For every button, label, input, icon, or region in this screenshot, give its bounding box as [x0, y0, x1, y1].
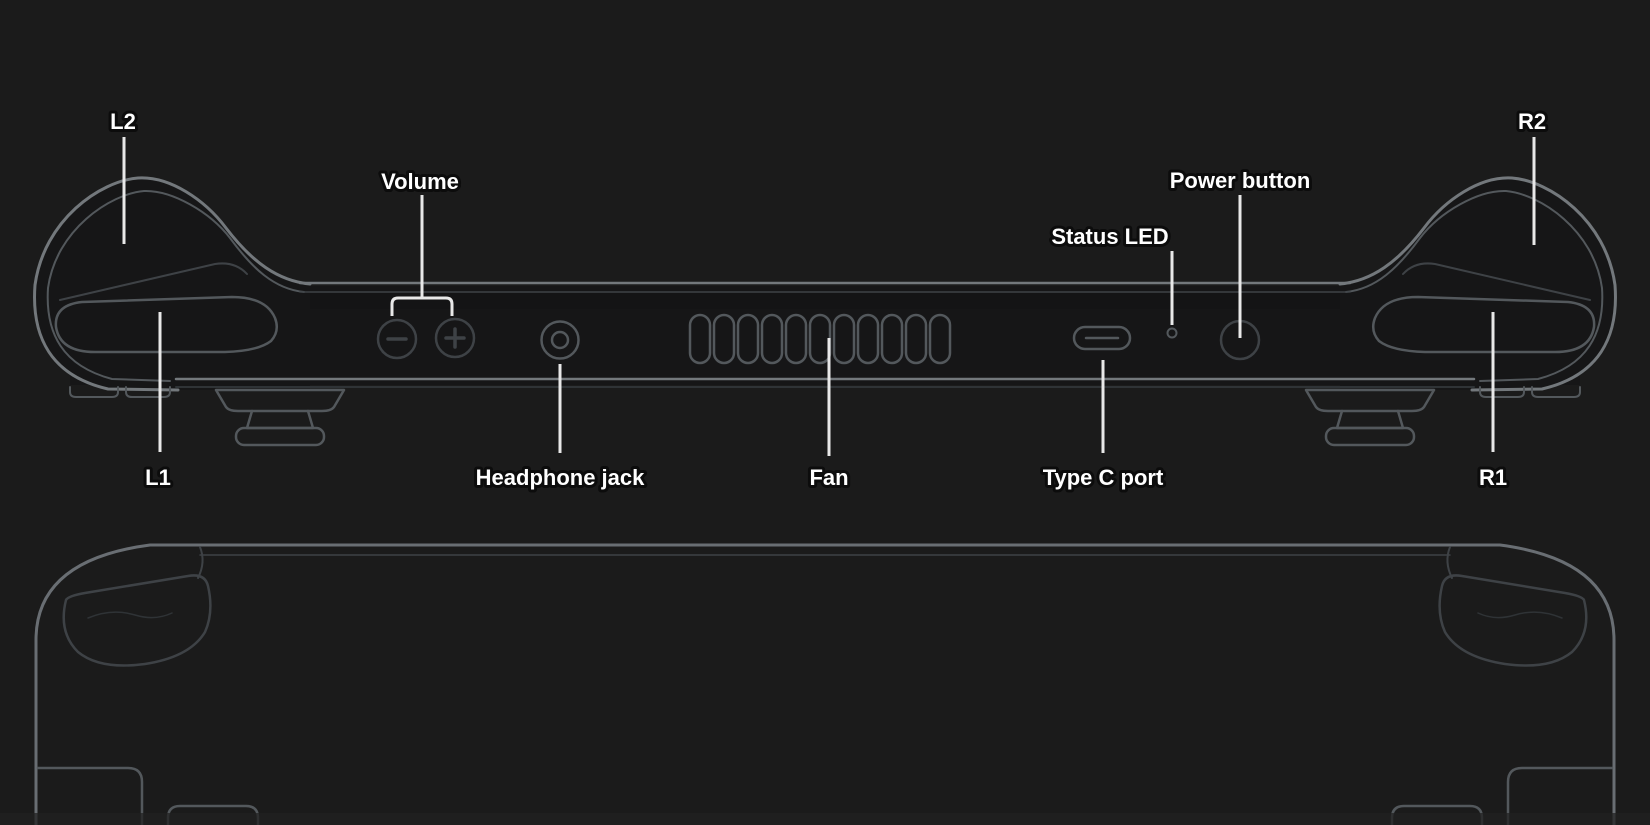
vent-slot: [880, 313, 904, 365]
headphone-jack-outer-ring: [540, 320, 580, 360]
vent-slot: [856, 313, 880, 365]
vent-slot: [688, 313, 712, 365]
rear-view: [0, 543, 1650, 825]
headphone-jack-inner-ring: [550, 330, 570, 350]
headphone-jack: [540, 320, 580, 360]
device-top-shade-band: [300, 293, 1350, 309]
label-r1: R1: [1479, 465, 1507, 490]
trigger-split-line: [59, 262, 248, 301]
foot-tab: [125, 386, 171, 398]
callout-labels: L2 Volume Status LED Power button R2 L1 …: [107, 106, 1549, 493]
label-volume: Volume: [381, 169, 459, 194]
rear-grip-pad-outline: [62, 574, 212, 667]
vent-slot: [736, 313, 760, 365]
left-grip: [33, 176, 346, 447]
label-power-button: Power button: [1170, 168, 1311, 193]
vent-slot: [904, 313, 928, 365]
label-headphone-jack: Headphone jack: [476, 465, 645, 490]
thumbstick-plate: [214, 388, 346, 413]
label-fan: Fan: [809, 465, 848, 490]
label-type-c-port: Type C port: [1043, 465, 1164, 490]
grip-fill: [34, 177, 311, 390]
rear-grip-fin-line: [197, 546, 204, 579]
type-c-port-outline: [1072, 325, 1132, 351]
label-l1: L1: [145, 465, 171, 490]
label-l2: L2: [110, 109, 136, 134]
leader-lines: [122, 137, 1536, 456]
grip-inner-outline: [46, 189, 305, 382]
plus-icon: [444, 327, 466, 349]
type-c-port: [1072, 325, 1132, 351]
right-grip: [1304, 176, 1617, 447]
vent-slot: [784, 313, 808, 365]
bumper-outline: [54, 295, 279, 354]
top-edge-view: [33, 176, 1617, 447]
vent-slot: [712, 313, 736, 365]
vent-slot: [832, 313, 856, 365]
label-r2: R2: [1518, 109, 1546, 134]
vent-slot: [928, 313, 952, 365]
label-status-led: Status LED: [1051, 224, 1168, 249]
bottom-edge-strip: [0, 813, 1650, 825]
volume-minus-button: [376, 318, 418, 360]
vent-slot: [760, 313, 784, 365]
rear-back-button-plate: [36, 766, 144, 825]
volume-bracket: [390, 296, 454, 316]
grip-outer-outline: [33, 176, 312, 392]
rear-outer-outline: [34, 543, 1616, 825]
foot-tab: [69, 386, 119, 398]
rear-right-detail: [1390, 545, 1614, 825]
thumbstick-neck: [245, 409, 315, 430]
thumbstick-cap: [234, 426, 326, 447]
rear-left-detail: [36, 546, 260, 825]
fan-vents: [688, 313, 952, 365]
status-led: [1166, 327, 1178, 339]
volume-plus-button: [434, 317, 476, 359]
volume-buttons: [376, 317, 476, 360]
rear-grip-crease-line: [87, 611, 173, 619]
